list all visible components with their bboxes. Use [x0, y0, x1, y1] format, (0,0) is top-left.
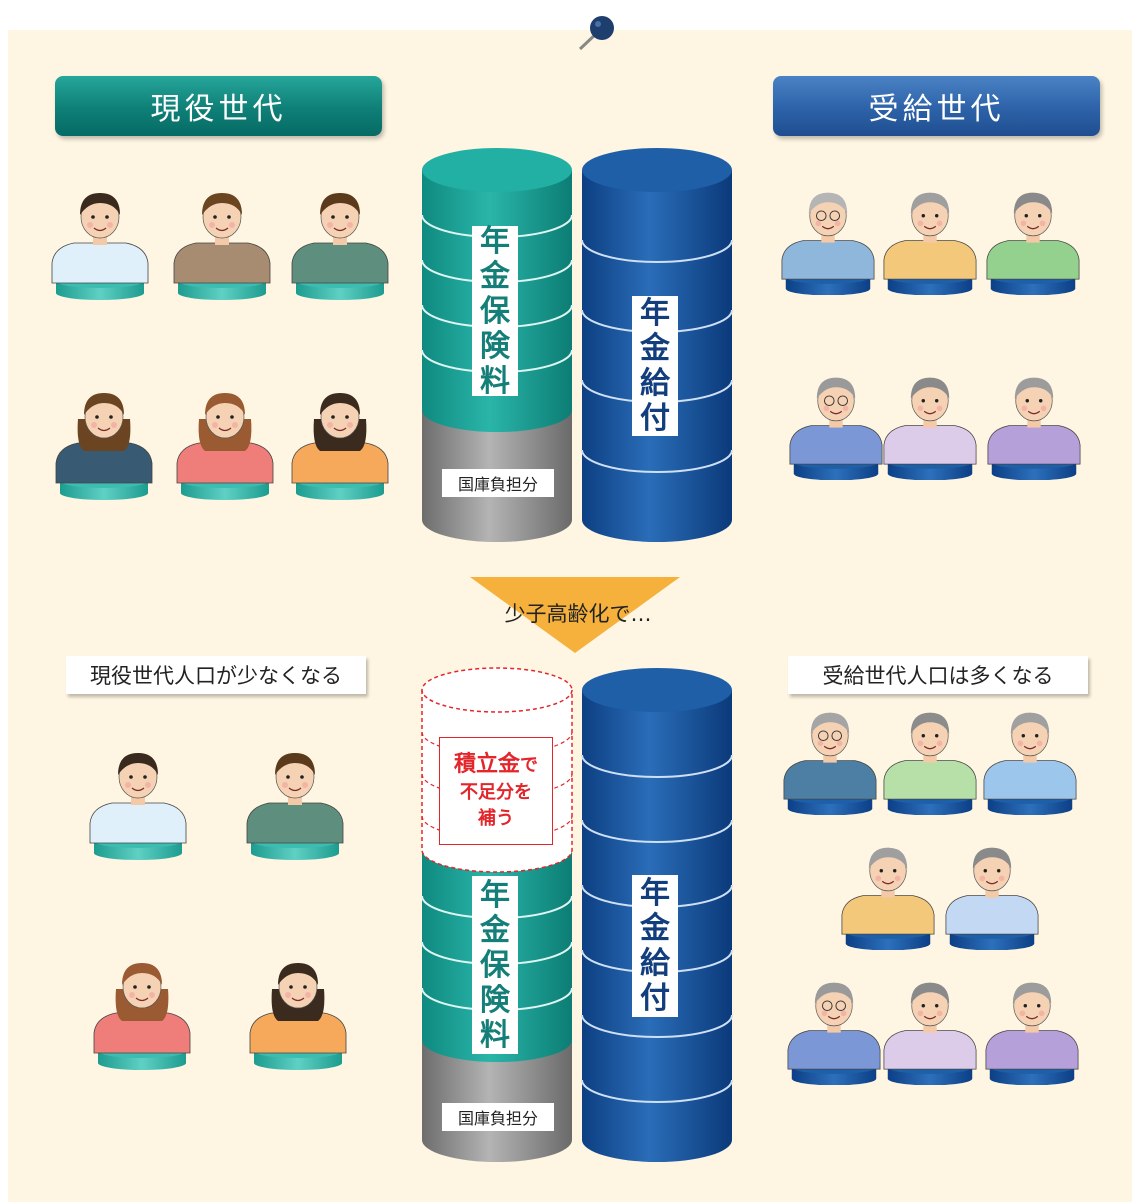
- subsidy-label-bottom: 国庫負担分: [442, 1103, 554, 1131]
- reserve-highlight: 積立金: [453, 752, 520, 777]
- benefit-label-bottom: 年金給付: [632, 875, 678, 1017]
- person-illustration: [882, 975, 978, 1089]
- person-illustration: [290, 185, 390, 304]
- person-illustration: [172, 185, 272, 304]
- person-illustration: [944, 840, 1040, 954]
- current-decrease-caption: 現役世代人口が少なくなる: [66, 656, 366, 694]
- person-illustration: [780, 185, 876, 299]
- person-illustration: [786, 975, 882, 1089]
- person-illustration: [88, 745, 188, 864]
- person-illustration: [788, 370, 884, 484]
- person-illustration: [882, 370, 978, 484]
- person-illustration: [882, 185, 978, 299]
- person-illustration: [840, 840, 936, 954]
- person-illustration: [50, 185, 150, 304]
- person-illustration: [245, 745, 345, 864]
- top-cylinders: [421, 148, 733, 542]
- person-illustration: [782, 705, 878, 819]
- arrow-caption: 少子高齢化で…: [504, 602, 652, 626]
- current-generation-header: 現役世代: [55, 76, 382, 136]
- reserve-note: 積立金で 不足分を 補う: [439, 737, 553, 845]
- person-illustration: [175, 385, 275, 504]
- down-arrow-icon: [470, 577, 680, 653]
- subsidy-label-top: 国庫負担分: [442, 469, 554, 497]
- person-illustration: [986, 370, 1082, 484]
- person-illustration: [92, 955, 192, 1074]
- receiving-generation-header: 受給世代: [773, 76, 1100, 136]
- person-illustration: [984, 975, 1080, 1089]
- subsidy-cylinder: [422, 1040, 572, 1162]
- person-illustration: [248, 955, 348, 1074]
- pin-icon: [578, 16, 614, 51]
- person-illustration: [982, 705, 1078, 819]
- person-illustration: [54, 385, 154, 504]
- premium-label-top: 年金保険料: [472, 224, 518, 399]
- person-illustration: [290, 385, 390, 504]
- premium-label-bottom: 年金保険料: [472, 876, 518, 1054]
- benefit-label-top: 年金給付: [632, 296, 678, 436]
- person-illustration: [985, 185, 1081, 299]
- person-illustration: [882, 705, 978, 819]
- receiving-increase-caption: 受給世代人口は多くなる: [788, 656, 1088, 694]
